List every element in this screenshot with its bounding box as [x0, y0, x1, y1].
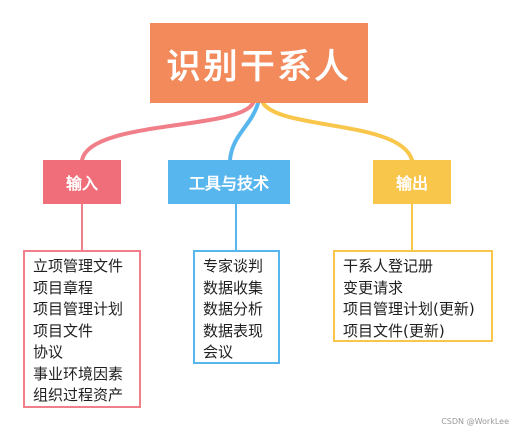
- category-tools: 工具与技术: [168, 160, 290, 204]
- list-item: 立项管理文件: [33, 257, 124, 275]
- list-item: 会议: [203, 343, 234, 361]
- list-item: 数据分析: [203, 300, 264, 318]
- category-input-label: 输入: [65, 174, 98, 193]
- input-list: 立项管理文件 项目章程 项目管理计划 项目文件 协议 事业环境因素 组织过程资产: [23, 250, 141, 408]
- list-item: 项目管理计划(更新): [343, 300, 475, 318]
- list-item: 组织过程资产: [33, 386, 124, 404]
- connector-output: [261, 101, 414, 162]
- category-input: 输入: [43, 160, 121, 204]
- watermark: CSDN @WorkLee: [441, 417, 509, 426]
- list-item: 项目文件: [33, 321, 94, 340]
- list-item: 变更请求: [343, 278, 404, 297]
- connector-input: [80, 101, 255, 162]
- category-tools-label: 工具与技术: [188, 174, 269, 193]
- list-item: 数据表现: [203, 321, 264, 340]
- root-node: 识别干系人: [150, 23, 368, 103]
- category-output: 输出: [373, 160, 451, 204]
- list-item: 事业环境因素: [33, 364, 124, 383]
- list-item: 项目章程: [33, 278, 94, 297]
- list-item: 干系人登记册: [343, 257, 434, 275]
- list-item: 数据收集: [203, 278, 264, 297]
- list-item: 项目管理计划: [33, 300, 124, 318]
- category-output-label: 输出: [395, 174, 428, 193]
- list-item: 协议: [33, 343, 64, 361]
- list-item: 项目文件(更新): [343, 321, 445, 340]
- root-label: 识别干系人: [166, 46, 352, 87]
- list-item: 专家谈判: [203, 257, 264, 275]
- tools-list: 专家谈判 数据收集 数据分析 数据表现 会议: [193, 250, 280, 364]
- output-list: 干系人登记册 变更请求 项目管理计划(更新) 项目文件(更新): [333, 250, 493, 342]
- connector-tools: [228, 101, 260, 162]
